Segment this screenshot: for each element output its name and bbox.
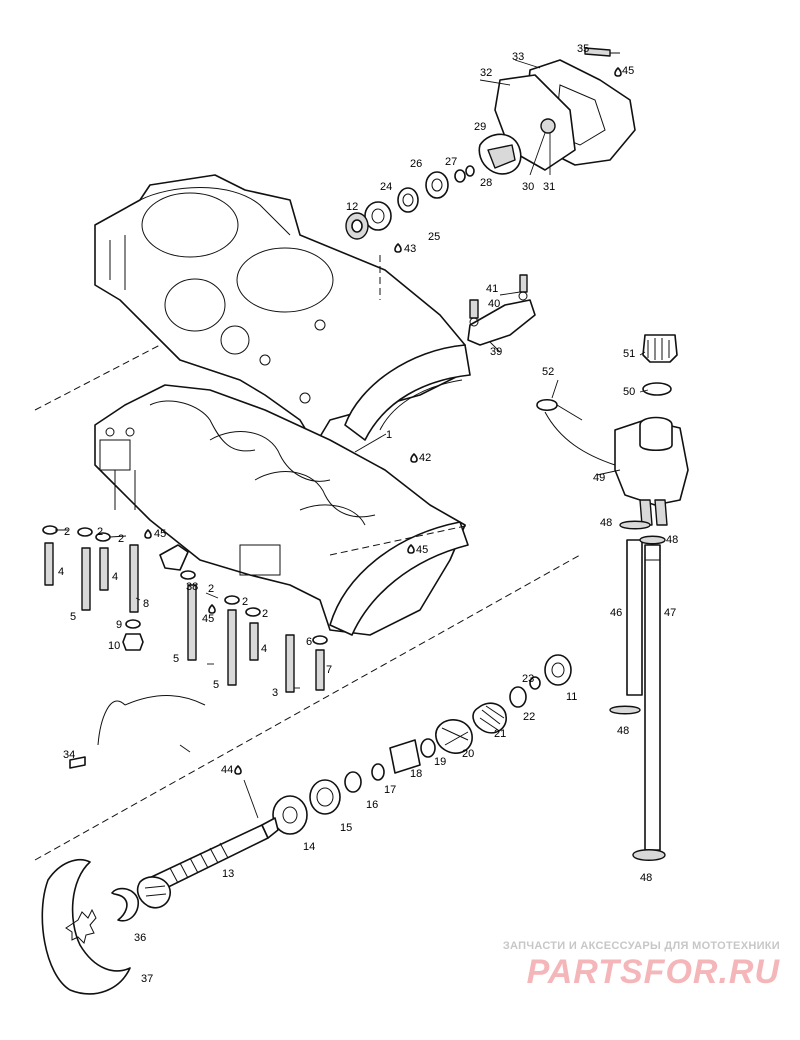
fasteners-left: [42, 525, 328, 769]
callout-6: 6: [306, 636, 312, 648]
callout-2: 2: [97, 526, 103, 538]
callout-4: 4: [58, 566, 64, 578]
circlip-and-cover: [41, 858, 140, 995]
callout-51: 51: [623, 348, 635, 360]
callout-35: 35: [577, 43, 589, 55]
oil-drop-icon: [234, 765, 242, 775]
callout-48: 48: [640, 872, 652, 884]
callout-50: 50: [623, 386, 635, 398]
callout-1: 1: [386, 429, 392, 441]
callout-5: 5: [213, 679, 219, 691]
oil-drop-icon: [394, 243, 402, 253]
gear-train: [272, 654, 572, 835]
callout-17: 17: [384, 784, 396, 796]
water-pump-assembly: [345, 47, 636, 240]
callout-4: 4: [112, 571, 118, 583]
lubricant-symbols: [144, 67, 622, 775]
callout-5: 5: [70, 611, 76, 623]
callout-2: 2: [64, 526, 70, 538]
callout-52: 52: [542, 366, 554, 378]
lower-crankcase: [94, 384, 469, 636]
oil-tank-assembly: [536, 334, 689, 861]
callout-22: 22: [523, 711, 535, 723]
leader-lines: [55, 59, 649, 819]
oil-drop-icon: [407, 544, 415, 554]
callout-29: 29: [474, 121, 486, 133]
callout-39: 39: [490, 346, 502, 358]
watermark: ЗАПЧАСТИ И АКСЕССУАРЫ ДЛЯ МОТОТЕХНИКИ PA…: [450, 940, 780, 992]
callout-20: 20: [462, 748, 474, 760]
callout-13: 13: [222, 868, 234, 880]
callout-7: 7: [326, 664, 332, 676]
callout-41: 41: [486, 283, 498, 295]
callout-46: 46: [610, 607, 622, 619]
assembly-line: [34, 554, 581, 861]
callout-38: 38: [186, 581, 198, 593]
callout-33: 33: [512, 51, 524, 63]
callout-45: 45: [202, 613, 214, 625]
callout-15: 15: [340, 822, 352, 834]
callout-49: 49: [593, 472, 605, 484]
callout-36: 36: [134, 932, 146, 944]
callout-44: 44: [221, 764, 233, 776]
callout-2: 2: [262, 608, 268, 620]
callout-18: 18: [410, 768, 422, 780]
callout-21: 21: [494, 728, 506, 740]
callout-31: 31: [543, 181, 555, 193]
callout-2: 2: [118, 533, 124, 545]
bracket-assembly: [467, 274, 536, 346]
callout-10: 10: [108, 640, 120, 652]
callout-48: 48: [617, 725, 629, 737]
callout-25: 25: [428, 231, 440, 243]
callout-27: 27: [445, 156, 457, 168]
callout-45: 45: [622, 65, 634, 77]
upper-crankcase: [94, 174, 471, 446]
callout-4: 4: [261, 643, 267, 655]
callout-45: 45: [416, 544, 428, 556]
callout-47: 47: [664, 607, 676, 619]
callout-2: 2: [208, 583, 214, 595]
callout-34: 34: [63, 749, 75, 761]
callout-43: 43: [404, 243, 416, 255]
callout-24: 24: [380, 181, 392, 193]
callout-32: 32: [480, 67, 492, 79]
callout-42: 42: [419, 452, 431, 464]
callout-37: 37: [141, 973, 153, 985]
callout-2: 2: [242, 596, 248, 608]
callout-16: 16: [366, 799, 378, 811]
callout-9: 9: [116, 619, 122, 631]
watermark-tagline: ЗАПЧАСТИ И АКСЕССУАРЫ ДЛЯ МОТОТЕХНИКИ: [502, 940, 780, 952]
oil-drop-icon: [144, 529, 152, 539]
oil-drop-icon: [410, 453, 418, 463]
callout-30: 30: [522, 181, 534, 193]
watermark-brand-logo: PARTSFOR.RU: [526, 953, 780, 991]
callout-28: 28: [480, 177, 492, 189]
callout-23: 23: [522, 673, 534, 685]
oil-drop-icon: [208, 604, 216, 614]
oil-drop-icon: [614, 67, 622, 77]
callout-48: 48: [600, 517, 612, 529]
callout-40: 40: [488, 298, 500, 310]
callout-14: 14: [303, 841, 315, 853]
callout-3: 3: [272, 687, 278, 699]
callout-8: 8: [143, 598, 149, 610]
callout-labels: 1 2 2 2 2 2 2 3 4 4 4 5 5 5 6 7 8 9 10 1…: [58, 43, 678, 985]
drive-shaft: [136, 817, 279, 909]
assembly-line: [34, 344, 161, 411]
callout-26: 26: [410, 158, 422, 170]
callout-12: 12: [346, 201, 358, 213]
callout-48: 48: [666, 534, 678, 546]
callout-19: 19: [434, 756, 446, 768]
assembly-line: [329, 524, 471, 556]
callout-5: 5: [173, 653, 179, 665]
callout-11: 11: [566, 691, 577, 703]
callout-45: 45: [154, 528, 166, 540]
